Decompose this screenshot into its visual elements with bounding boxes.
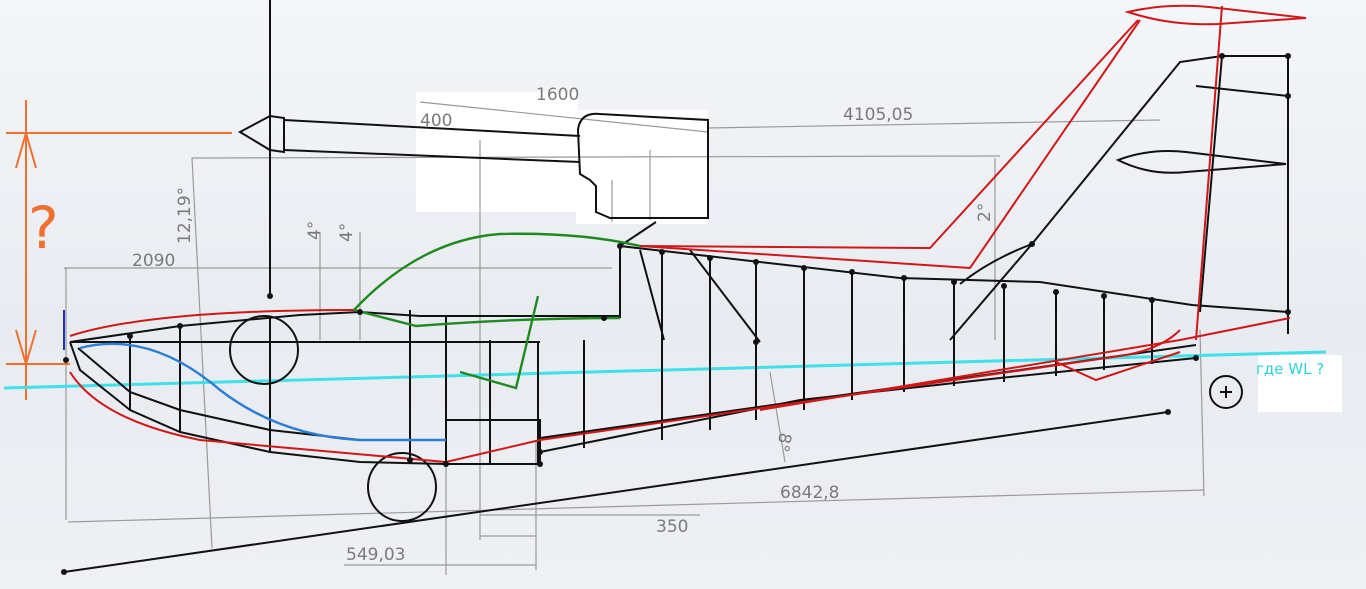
dim-1600-label: 1600: [536, 85, 579, 105]
airframe-structure: [63, 0, 1289, 573]
dim-6842-label: 6842,8: [780, 483, 839, 503]
nacelle-detail-panel: [576, 110, 708, 224]
dim-angle-12-label: 12,19°: [175, 187, 195, 244]
dim-angle-2-label: 2°: [975, 203, 995, 222]
red-aircraft-outline: [69, 4, 1307, 464]
engine-detail-panel: [416, 92, 578, 212]
dim-350-label: 350: [656, 517, 688, 537]
dim-angle-4a-label: 4°: [305, 221, 325, 240]
dim-4105-label: 4105,05: [843, 105, 913, 125]
waterline-question-label: где WL ?: [1256, 360, 1324, 378]
waterline-note-panel: [1258, 355, 1342, 412]
node-markers: [61, 53, 1291, 575]
dim-400-label: 400: [420, 111, 452, 131]
dim-549-label: 549,03: [346, 545, 405, 565]
blue-keel-line: [79, 342, 446, 442]
dim-angle-4b-label: 4°: [337, 223, 357, 242]
orange-question-annotation: [6, 100, 232, 400]
dim-angle-8-label: 8°: [772, 431, 795, 454]
question-mark-label: ?: [28, 194, 59, 262]
dim-2090-label: 2090: [132, 251, 175, 271]
green-hull-outline: [353, 232, 641, 390]
dimension-lines: [64, 101, 1205, 575]
